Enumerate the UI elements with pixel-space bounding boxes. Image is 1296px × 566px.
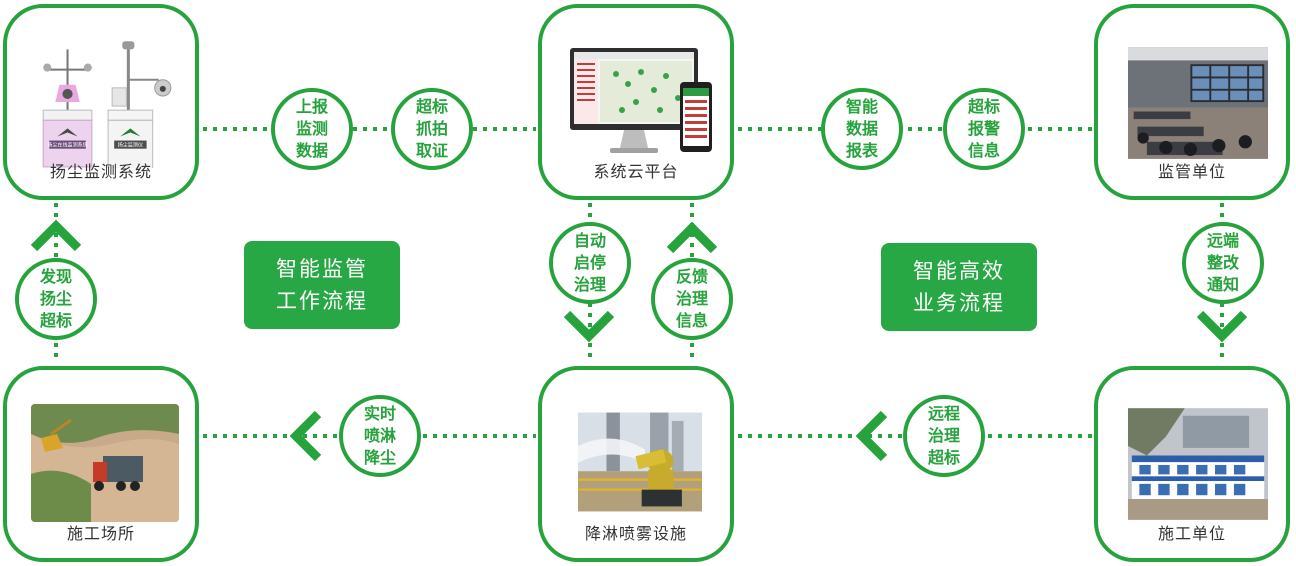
badge-label: 超标 抓拍 取证 <box>415 97 448 160</box>
badge-label: 实时 喷淋 降尘 <box>363 404 396 467</box>
badge-smart-report: 智能 数据 报表 <box>821 88 903 170</box>
badge-alarm-info: 超标 报警 信息 <box>943 88 1025 170</box>
control-room-image <box>1128 47 1268 159</box>
badge-capture-evidence: 超标 抓拍 取证 <box>391 88 473 170</box>
badge-remote-treat: 远程 治理 超标 <box>903 395 985 477</box>
node-cloud-platform: 系统云平台 <box>538 4 734 200</box>
badge-label: 超标 报警 信息 <box>967 97 1000 160</box>
badge-label: 智能 数据 报表 <box>845 97 878 160</box>
platform-screen-image <box>570 48 712 153</box>
badge-feedback-info: 反馈 治理 信息 <box>651 258 733 340</box>
panel-label: 智能高效 业务流程 <box>913 259 1005 315</box>
site-office-image <box>1128 408 1268 520</box>
fog-cannon-image <box>578 412 702 512</box>
chevron-left-icon <box>856 410 888 462</box>
unit2-label: 扬尘监测仪 <box>118 142 143 149</box>
badge-label: 反馈 治理 信息 <box>675 267 708 330</box>
badge-label: 上报 监测 数据 <box>295 97 328 160</box>
chevron-up-icon <box>666 222 718 254</box>
unit1-label: 扬尘在线监测系统 <box>47 142 87 149</box>
panel-smart-supervision: 智能监管 工作流程 <box>244 241 400 329</box>
badge-label: 自动 启停 治理 <box>573 231 606 294</box>
badge-report-data: 上报 监测 数据 <box>271 88 353 170</box>
chevron-down-icon <box>563 310 615 342</box>
node-construction-site: 施工场所 <box>3 366 199 562</box>
node-label: 监管单位 <box>1157 162 1226 181</box>
chevron-up-icon <box>30 220 82 252</box>
node-label: 系统云平台 <box>593 162 679 181</box>
node-label: 施工场所 <box>66 524 135 543</box>
node-label: 降淋喷雾设施 <box>584 524 687 543</box>
badge-detect-dust: 发现 扬尘 超标 <box>15 258 97 340</box>
monitoring-station-image: 扬尘在线监测系统 扬尘监测仪 <box>42 41 172 168</box>
node-supervisory-unit: 监管单位 <box>1094 4 1290 200</box>
chevron-down-icon <box>1196 310 1248 342</box>
badge-label: 远端 整改 通知 <box>1206 231 1239 294</box>
chevron-left-icon <box>290 410 322 462</box>
node-dust-monitoring-system: 扬尘在线监测系统 扬尘监测仪 扬尘监测系统 <box>3 4 199 200</box>
node-label: 扬尘监测系统 <box>49 162 152 181</box>
node-label: 施工单位 <box>1157 524 1226 543</box>
node-spray-facility: 降淋喷雾设施 <box>538 366 734 562</box>
node-construction-unit: 施工单位 <box>1094 366 1290 562</box>
badge-label: 发现 扬尘 超标 <box>39 267 72 330</box>
badge-realtime-spray: 实时 喷淋 降尘 <box>339 395 421 477</box>
badge-auto-control: 自动 启停 治理 <box>549 222 631 304</box>
construction-site-image <box>31 404 179 522</box>
panel-smart-business: 智能高效 业务流程 <box>881 243 1037 331</box>
badge-remote-rectify: 远端 整改 通知 <box>1182 222 1264 304</box>
badge-label: 远程 治理 超标 <box>927 404 960 467</box>
panel-label: 智能监管 工作流程 <box>276 257 368 313</box>
